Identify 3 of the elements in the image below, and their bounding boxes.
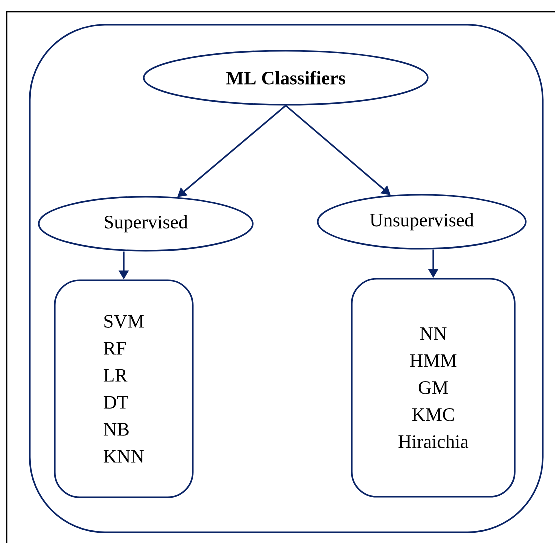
list-box: NN HMM GM KMC Hiraichia: [351, 278, 516, 498]
arrow: [178, 105, 287, 198]
list-box: SVM RF LR DT NB KNN: [54, 280, 194, 498]
